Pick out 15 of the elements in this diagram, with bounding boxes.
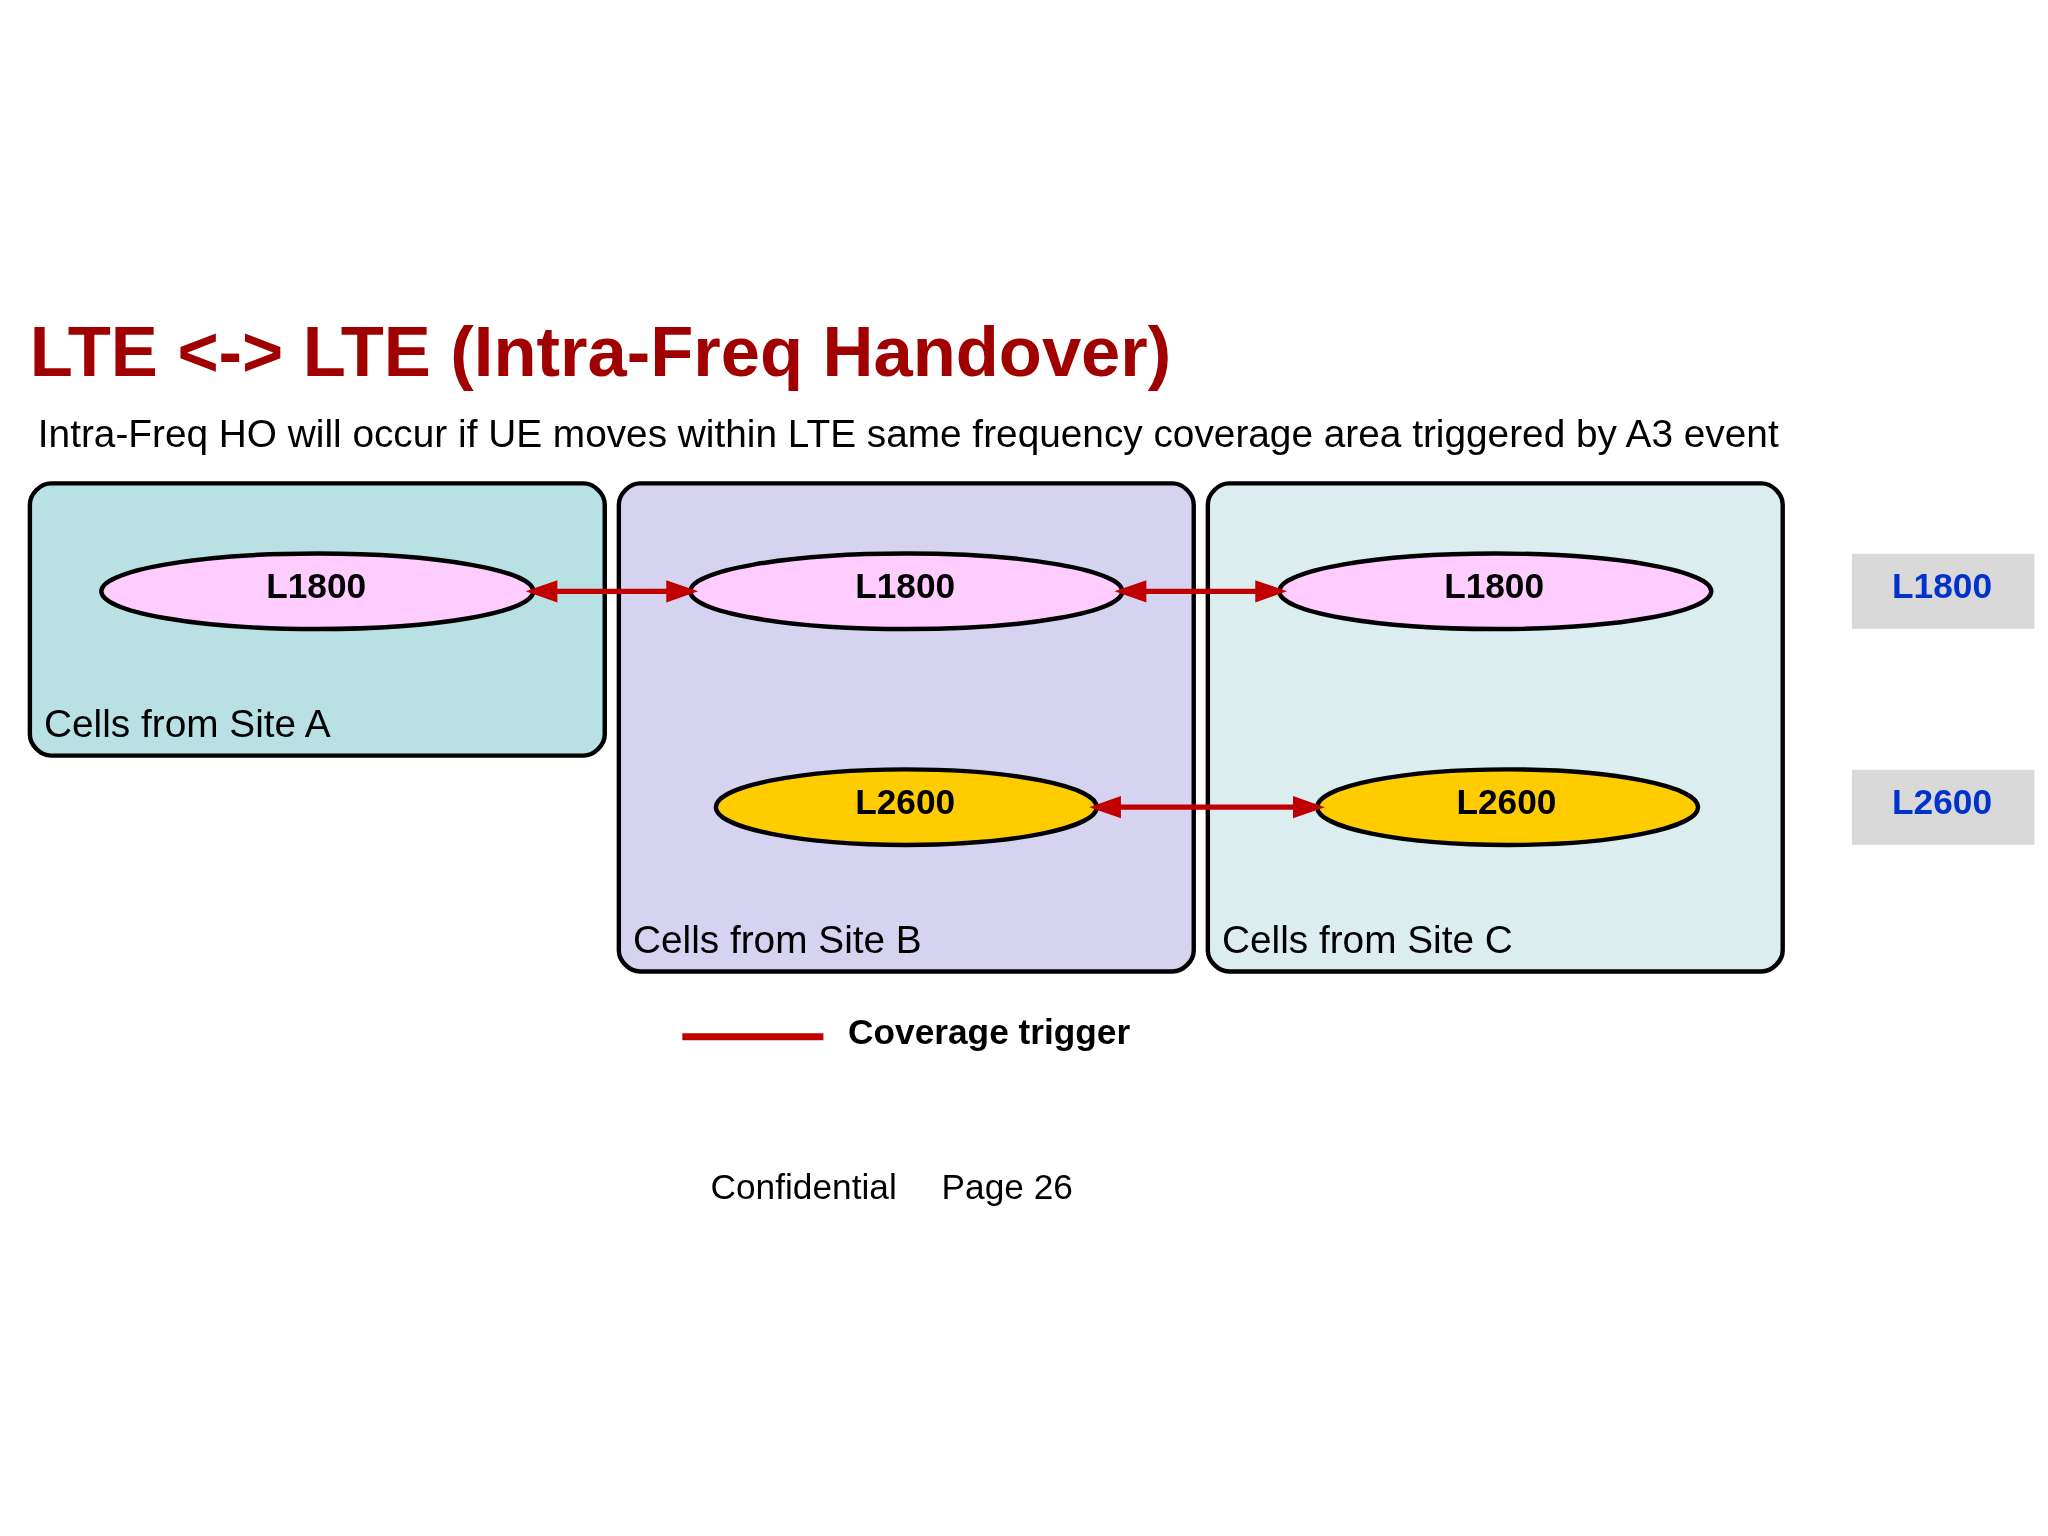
node-box: L2600 — [1851, 769, 2035, 845]
arrow — [525, 580, 699, 603]
label: Confidential — [710, 1167, 897, 1207]
node-ellipse: L2600 — [1314, 767, 1701, 848]
node-ellipse: L1800 — [99, 551, 536, 632]
node-ellipse: L1800 — [1277, 551, 1714, 632]
label: Intra-Freq HO will occur if UE moves within LTE same frequency coverage area triggered by A3 event — [37, 412, 1779, 456]
node-ellipse: L1800 — [688, 551, 1125, 632]
diagram-title: LTE <-> LTE (Intra-Freq Handover) — [29, 311, 1172, 391]
arrow — [1114, 580, 1288, 603]
legend-label: Coverage trigger — [848, 1011, 1131, 1051]
node-ellipse: L2600 — [713, 767, 1099, 848]
arrow — [1089, 796, 1325, 819]
label: Page 26 — [941, 1167, 1073, 1207]
node-box: L1800 — [1851, 553, 2035, 629]
